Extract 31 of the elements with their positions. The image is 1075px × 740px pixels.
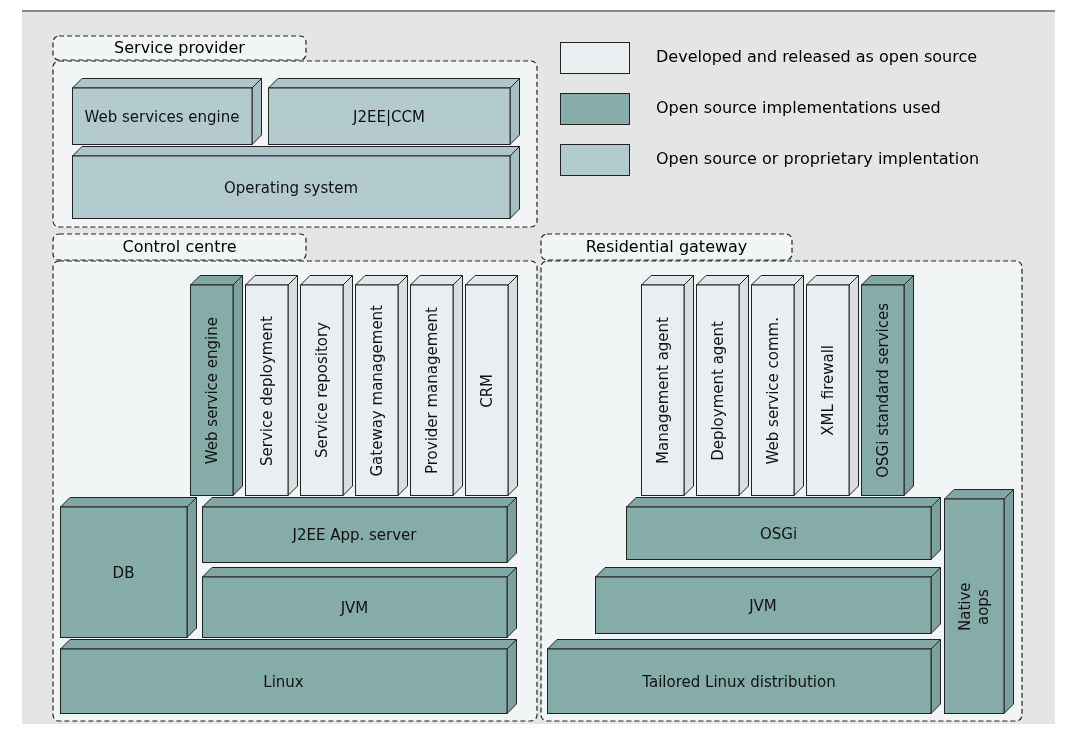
layer-label: OSGi standard services <box>873 303 892 478</box>
layer-label: Tailored Linux distribution <box>642 672 836 691</box>
group-panel <box>52 35 538 228</box>
layer-label: DB <box>112 563 135 582</box>
layer-label: Service deployment <box>257 315 276 466</box>
layer-label: Service repository <box>312 322 331 459</box>
layer-label: JVM <box>749 596 777 615</box>
layer-label: Native aops <box>956 581 992 633</box>
group-title: Control centre <box>121 236 238 258</box>
layer-label: Web services engine <box>84 107 240 126</box>
legend-label: Open source or proprietary implentation <box>656 149 980 168</box>
layer-label: XML firewall <box>818 345 837 436</box>
layer-label: Linux <box>263 672 304 691</box>
layer-label: Operating system <box>224 178 358 197</box>
legend-label: Developed and released as open source <box>656 47 978 66</box>
layer-label: Management agent <box>653 317 672 464</box>
legend-label: Open source implementations used <box>656 98 941 117</box>
group-panel <box>540 233 1023 722</box>
layer-label: Gateway management <box>367 304 386 477</box>
layer-label: J2EE|CCM <box>353 107 425 126</box>
layer-label: OSGi <box>759 524 798 543</box>
layer-label: Deployment agent <box>708 320 727 461</box>
layer-label: J2EE App. server <box>292 526 417 544</box>
group-title: Service provider <box>113 37 246 59</box>
layer-label: Web service comm. <box>763 316 782 465</box>
group-title: Residential gateway <box>584 236 749 258</box>
layer-label: Provider management <box>422 307 441 474</box>
layer-label: Web service engine <box>202 316 221 465</box>
layer-label: CRM <box>477 373 496 408</box>
group-panel <box>52 233 538 722</box>
layer-label: JVM <box>340 598 369 617</box>
